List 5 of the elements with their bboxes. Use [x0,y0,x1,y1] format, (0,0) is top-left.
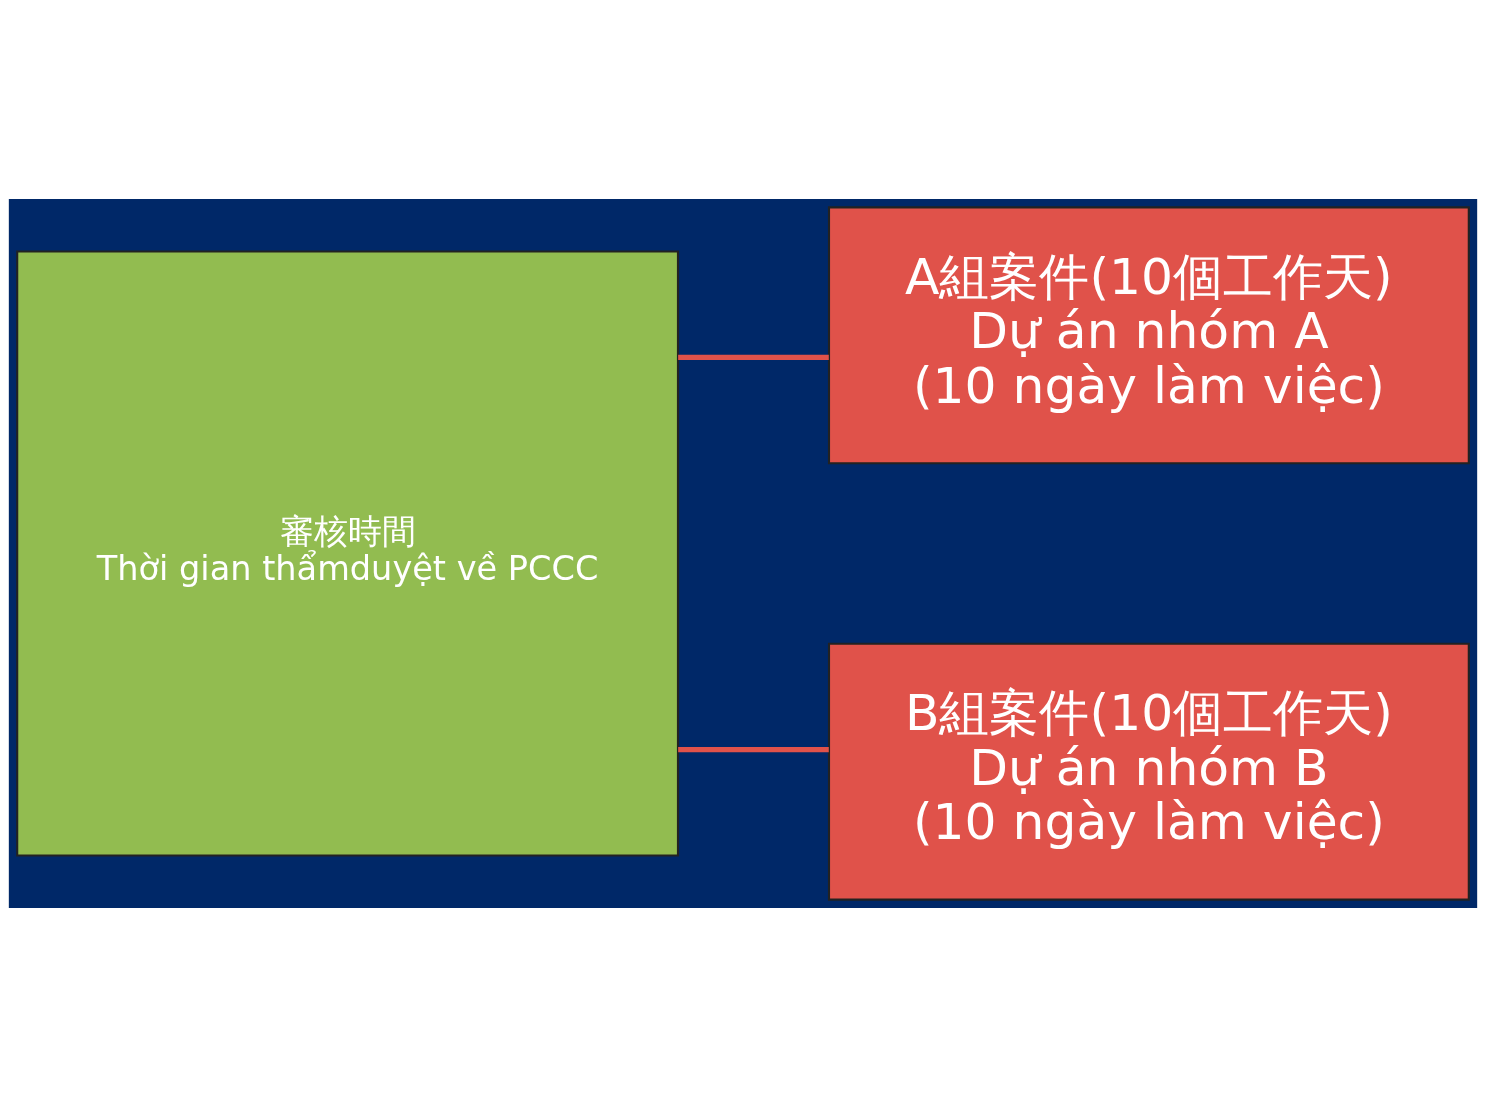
node-box: 審核時間 Thời gian thẩmduyệt về PCCC [16,250,679,857]
node-box: A組案件(10個工作天) Dự án nhóm A (10 ngày làm việc) [827,206,1470,465]
node-box: B組案件(10個工作天) Dự án nhóm B (10 ngày làm việc) [827,642,1470,901]
connector [678,354,829,360]
connector [678,747,829,753]
